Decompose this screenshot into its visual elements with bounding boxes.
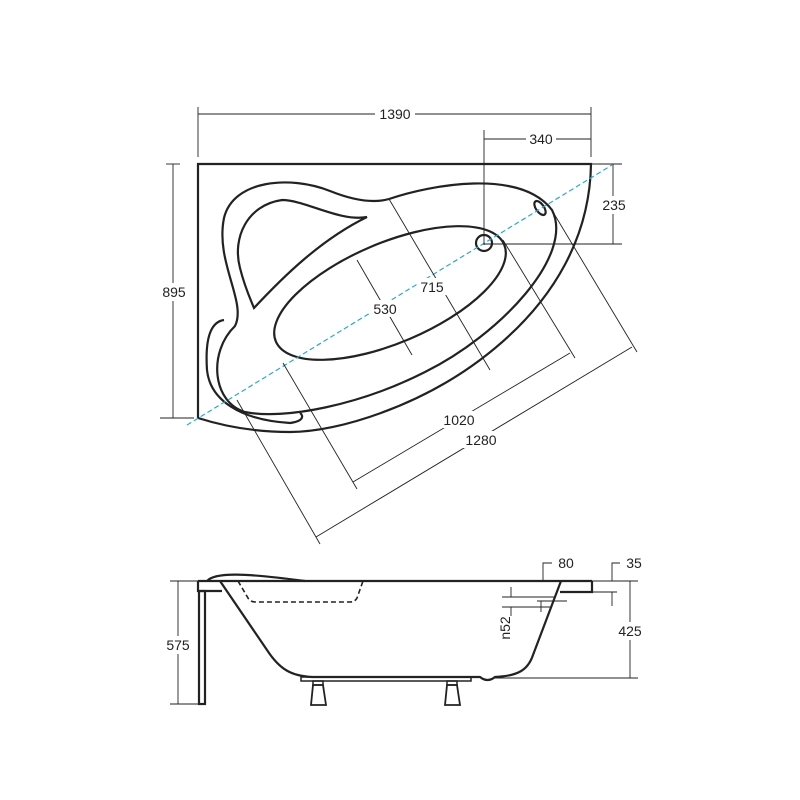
rim-left [196, 581, 222, 593]
centre-axis-line [186, 164, 613, 426]
headrest-curve [206, 573, 306, 583]
leg-right [444, 680, 462, 706]
dim-label: 895 [162, 284, 186, 300]
dim-label: 425 [618, 623, 642, 639]
tub-rim-inner-outline [216, 181, 558, 416]
tub-body [219, 580, 563, 682]
dim-basin-width: 530 [356, 259, 413, 356]
dim-label: 1020 [443, 412, 474, 428]
basin-outline [273, 225, 507, 361]
dim-label: n52 [497, 616, 513, 640]
rim-right [560, 581, 594, 594]
seat-dashed [237, 580, 364, 603]
support-frame [300, 676, 472, 682]
top-view: 1390 340 235 895 530 [158, 105, 638, 545]
leg-left [310, 680, 328, 706]
side-view: 575 425 80 35 n52 [162, 555, 646, 706]
dim-drain-from-top: 235 [484, 163, 630, 245]
dim-label: 1280 [465, 432, 496, 448]
dim-overflow: n52 [497, 587, 567, 640]
dim-inner-width: 715 [388, 198, 491, 371]
dim-total-height: 575 [162, 580, 198, 705]
dim-label: 340 [529, 131, 553, 147]
dim-label: 715 [420, 279, 444, 295]
dim-rim-width: 80 [542, 555, 574, 581]
dim-rim-thickness: 35 [592, 555, 642, 606]
dim-label: 35 [626, 555, 642, 571]
dim-label: 575 [166, 637, 190, 653]
tub-outer-outline [196, 162, 593, 434]
lumbar-rest [205, 318, 304, 425]
dim-label: 80 [558, 555, 574, 571]
dim-basin-length: 1020 [282, 239, 576, 490]
dim-tub-depth: 425 [495, 580, 646, 679]
dim-inner-length: 1280 [236, 206, 638, 545]
dim-label: 530 [373, 301, 397, 317]
dim-label: 235 [602, 197, 626, 213]
dim-label: 1390 [379, 106, 410, 122]
dim-drain-from-right: 340 [483, 130, 591, 245]
overflow-icon [533, 199, 547, 217]
dim-overall-width: 895 [158, 163, 194, 419]
front-panel [197, 589, 207, 706]
seat-outline [236, 198, 368, 311]
dim-overall-length: 1390 [197, 105, 592, 157]
